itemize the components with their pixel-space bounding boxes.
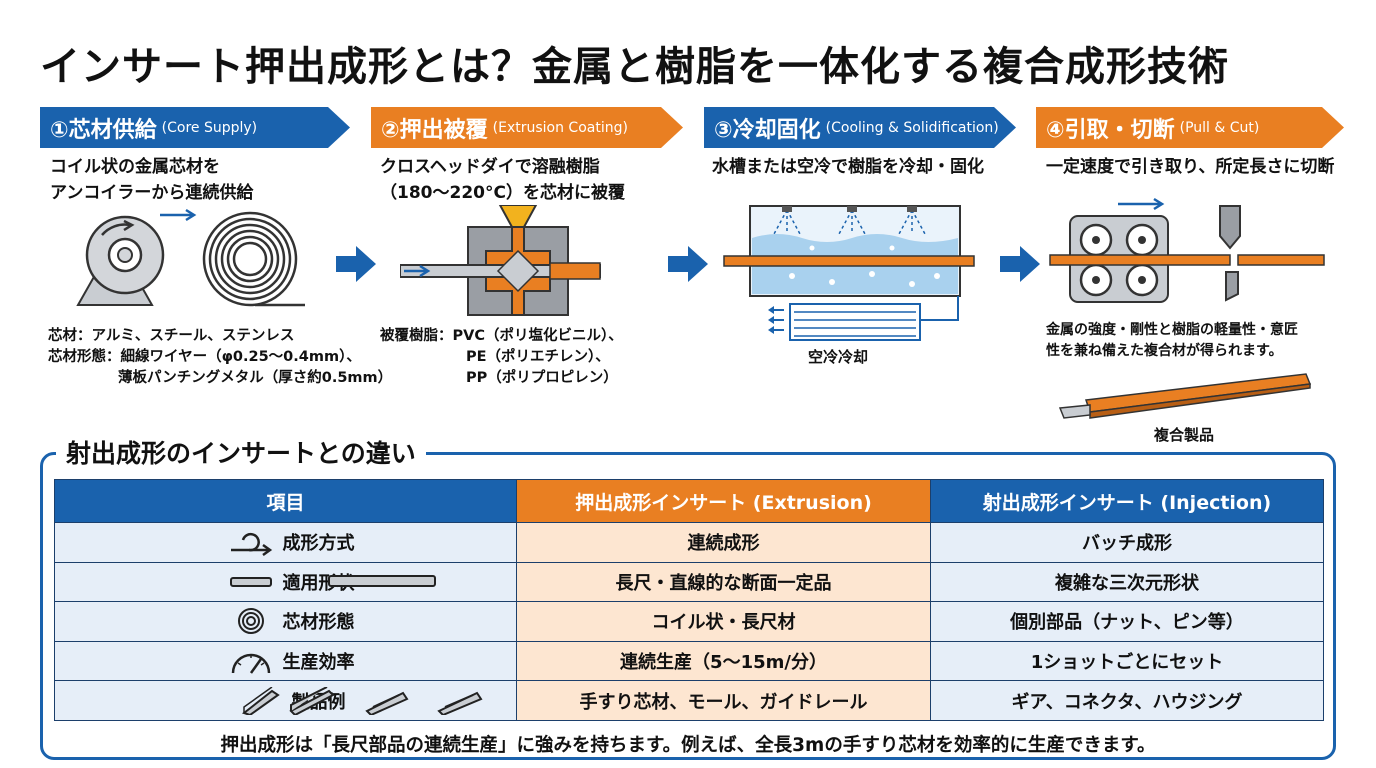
step-1-label: ①芯材供給 — [50, 117, 157, 143]
row-injection-cell: ギア、コネクタ、ハウジング — [930, 680, 1324, 721]
comparison-table: 項目 押出成形インサート (Extrusion) 射出成形インサート (Inje… — [54, 479, 1324, 721]
step-2-notes: 被覆樹脂：PVC（ポリ塩化ビニル）、 PE（ポリエチレン）、 PP（ポリプロピレ… — [380, 328, 623, 386]
gauge-icon — [231, 653, 270, 674]
row-item-cell: 生産効率 — [54, 640, 517, 682]
table-row: 芯材形態 コイル状・長尺材 個別部品（ナット、ピン等） — [54, 601, 1324, 642]
row-label: 芯材形態 — [282, 612, 355, 634]
step-4-description: 一定速度で引き取り、所定長さに切断 — [1046, 157, 1335, 177]
uncoiler-illustration — [76, 208, 305, 307]
step-1-header: ①芯材供給(Core Supply) — [40, 107, 350, 148]
header-extrusion: 押出成形インサート (Extrusion) — [516, 479, 931, 523]
profile-samples-icon — [289, 687, 483, 716]
header-item: 項目 — [54, 479, 517, 523]
flow-arrow-icon — [668, 246, 708, 282]
table-row: 製品例 手すり芯材、モール、ガイドレール ギア、コネクタ、ハウジング — [54, 680, 1324, 721]
row-label: 生産効率 — [282, 652, 355, 674]
footer-summary: 押出成形は「長尺部品の連続生産」に強みを持ちます。例えば、全長3mの手すり芯材を… — [220, 735, 1156, 756]
row-item-cell: 成形方式 — [54, 522, 517, 563]
row-injection-cell: 1ショットごとにセット — [930, 640, 1324, 682]
flow-arrow-icon — [1000, 246, 1040, 282]
step-4-notes: 金属の強度・剛性と樹脂の軽量性・意匠 性を兼ね備えた複合材が得られます。 — [1046, 322, 1298, 359]
row-extrusion-cell: 手すり芯材、モール、ガイドレール — [516, 680, 931, 721]
comparison-panel — [40, 452, 1336, 760]
step-3-en: (Cooling & Solidification) — [825, 119, 999, 136]
table-row: 適用形状 長尺・直線的な断面一定品 複雑な三次元形状 — [54, 561, 1324, 603]
step-1-notes: 芯材：アルミ、スチール、ステンレス 芯材形態：細線ワイヤー（φ0.25〜0.4m… — [48, 328, 393, 386]
coil-icon — [237, 608, 264, 635]
comparison-title: 射出成形のインサートとの違い — [56, 434, 426, 470]
step-1-description: コイル状の金属芯材をアンコイラーから連続供給 — [50, 157, 254, 203]
flow-arrow-icon — [336, 246, 376, 282]
crosshead-die-illustration — [400, 205, 601, 316]
step-4-header: ④引取・切断(Pull & Cut) — [1036, 107, 1344, 148]
row-extrusion-cell: コイル状・長尺材 — [516, 601, 931, 642]
page-title: インサート押出成形とは？金属と樹脂を一体化する複合成形技術 — [40, 44, 1229, 90]
loop-arrow-icon — [230, 533, 272, 557]
table-row: 成形方式 連続成形 バッチ成形 — [54, 522, 1324, 563]
composite-product-illustration — [1058, 373, 1312, 419]
header-injection: 射出成形インサート (Injection) — [930, 479, 1324, 523]
step-2-label: ②押出被覆 — [381, 117, 488, 143]
step-2-description: クロスヘッドダイで溶融樹脂（180〜220°C）を芯材に被覆 — [380, 157, 625, 203]
row-item-cell: 製品例 — [54, 680, 517, 721]
air-cooling-caption: 空冷冷却 — [808, 348, 869, 366]
row-extrusion-cell: 長尺・直線的な断面一定品 — [516, 561, 931, 603]
table-row: 生産効率 連続生産（5〜15m/分） 1ショットごとにセット — [54, 640, 1324, 682]
row-extrusion-cell: 連続成形 — [516, 522, 931, 563]
table-header-row: 項目 押出成形インサート (Extrusion) 射出成形インサート (Inje… — [54, 479, 1324, 523]
row-injection-cell: 個別部品（ナット、ピン等） — [930, 601, 1324, 642]
step-3-description: 水槽または空冷で樹脂を冷却・固化 — [712, 157, 984, 177]
step-3-label: ③冷却固化 — [714, 117, 821, 143]
step-2-header: ②押出被覆(Extrusion Coating) — [371, 107, 683, 148]
row-item-cell: 適用形状 — [54, 561, 517, 603]
step-4-label: ④引取・切断 — [1046, 117, 1175, 143]
long-bar-icon — [328, 574, 436, 587]
row-injection-cell: 複雑な三次元形状 — [930, 561, 1324, 603]
row-extrusion-cell: 連続生産（5〜15m/分） — [516, 640, 931, 682]
row-injection-cell: バッチ成形 — [930, 522, 1324, 563]
step-1-en: (Core Supply) — [161, 119, 258, 136]
cooling-tank-illustration — [723, 205, 975, 341]
bar-icon — [229, 576, 272, 587]
step-3-header: ③冷却固化(Cooling & Solidification) — [704, 107, 1016, 148]
profile-icon — [241, 686, 280, 715]
step-4-en: (Pull & Cut) — [1179, 119, 1260, 136]
row-item-cell: 芯材形態 — [54, 601, 517, 642]
composite-product-caption: 複合製品 — [1154, 426, 1215, 444]
puller-cutter-illustration — [1049, 197, 1325, 303]
row-label: 成形方式 — [282, 533, 355, 555]
step-2-en: (Extrusion Coating) — [492, 119, 628, 136]
